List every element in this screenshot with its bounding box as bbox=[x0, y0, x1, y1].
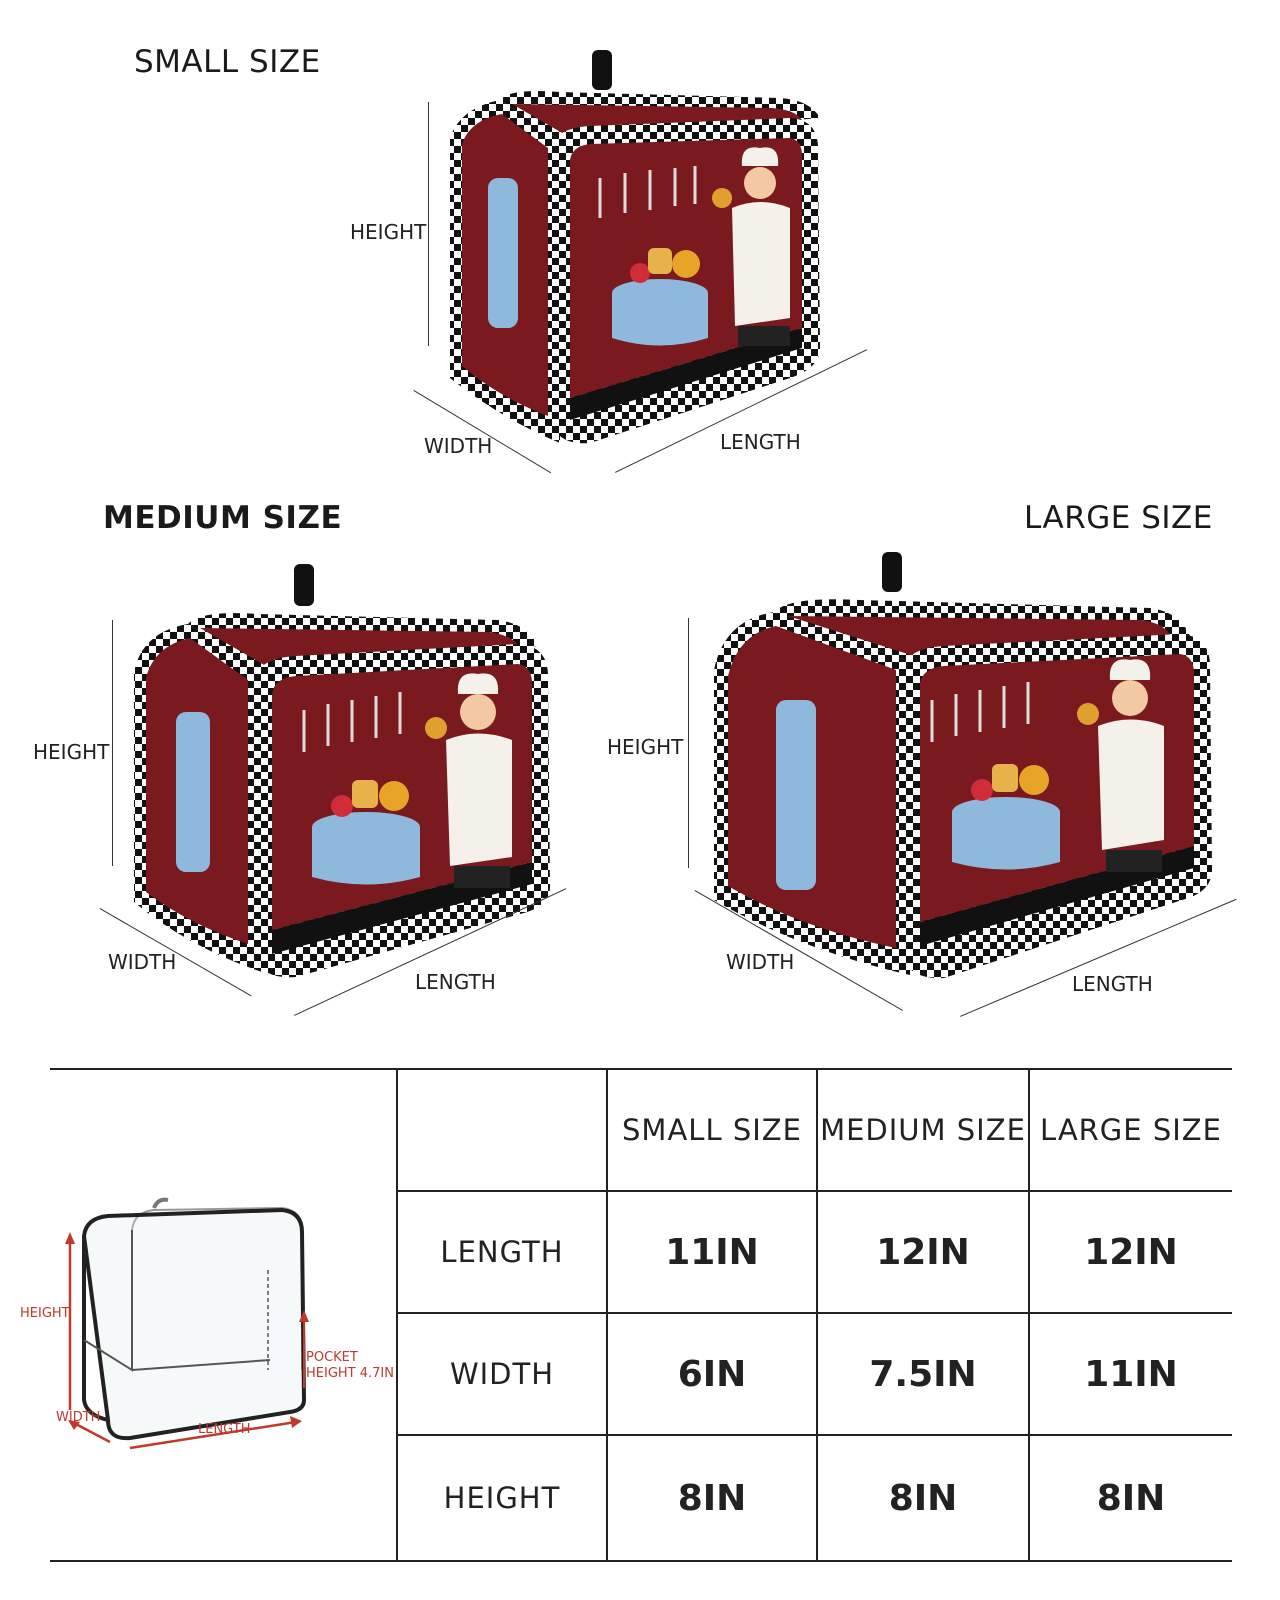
header-medium: MEDIUM SIZE bbox=[816, 1070, 1028, 1192]
wireframe-cover-icon bbox=[65, 1197, 309, 1450]
row-label-height: HEIGHT bbox=[396, 1436, 606, 1560]
large-size-title: LARGE SIZE bbox=[1024, 500, 1213, 536]
large-length-label: LENGTH bbox=[1072, 972, 1153, 996]
diagram-pocket-label-1: POCKET bbox=[306, 1350, 358, 1365]
width-medium-value: 7.5IN bbox=[816, 1314, 1028, 1436]
cover-dimension-diagram: HEIGHT POCKET HEIGHT 4.7IN WIDTH LENGTH bbox=[20, 1070, 396, 1560]
height-medium-value: 8IN bbox=[816, 1436, 1028, 1560]
row-label-length: LENGTH bbox=[396, 1192, 606, 1314]
size-chart-table: HEIGHT POCKET HEIGHT 4.7IN WIDTH LENGTH … bbox=[20, 1068, 1232, 1562]
diagram-pocket-label-2: HEIGHT 4.7IN bbox=[306, 1366, 394, 1381]
length-medium-value: 12IN bbox=[816, 1192, 1028, 1314]
length-large-value: 12IN bbox=[1028, 1192, 1232, 1314]
diagram-length-label: LENGTH bbox=[198, 1422, 251, 1437]
medium-length-label: LENGTH bbox=[415, 970, 496, 994]
diagram-width-label: WIDTH bbox=[56, 1410, 101, 1425]
medium-width-label: WIDTH bbox=[108, 950, 177, 974]
diagram-height-label: HEIGHT bbox=[20, 1306, 70, 1321]
width-small-value: 6IN bbox=[606, 1314, 816, 1436]
medium-toaster-cover bbox=[128, 562, 568, 982]
width-large-value: 11IN bbox=[1028, 1314, 1232, 1436]
height-large-value: 8IN bbox=[1028, 1436, 1232, 1560]
small-size-title: SMALL SIZE bbox=[134, 44, 321, 80]
header-small: SMALL SIZE bbox=[606, 1070, 816, 1192]
small-width-label: WIDTH bbox=[424, 434, 493, 458]
medium-height-label: HEIGHT bbox=[33, 740, 110, 764]
header-large: LARGE SIZE bbox=[1028, 1070, 1232, 1192]
length-small-value: 11IN bbox=[606, 1192, 816, 1314]
row-label-width: WIDTH bbox=[396, 1314, 606, 1436]
small-height-line bbox=[428, 102, 429, 346]
height-small-value: 8IN bbox=[606, 1436, 816, 1560]
medium-height-line bbox=[112, 620, 113, 866]
large-toaster-cover bbox=[710, 550, 1220, 982]
medium-size-title: MEDIUM SIZE bbox=[103, 500, 343, 536]
small-height-label: HEIGHT bbox=[350, 220, 427, 244]
small-length-label: LENGTH bbox=[720, 430, 801, 454]
header-empty-cell bbox=[396, 1070, 606, 1192]
large-height-line bbox=[688, 618, 689, 868]
large-height-label: HEIGHT bbox=[607, 735, 684, 759]
size-grid: SMALL SIZE MEDIUM SIZE LARGE SIZE LENGTH… bbox=[396, 1070, 1232, 1560]
small-toaster-cover bbox=[440, 48, 870, 448]
handle-loop bbox=[592, 50, 612, 90]
large-width-label: WIDTH bbox=[726, 950, 795, 974]
